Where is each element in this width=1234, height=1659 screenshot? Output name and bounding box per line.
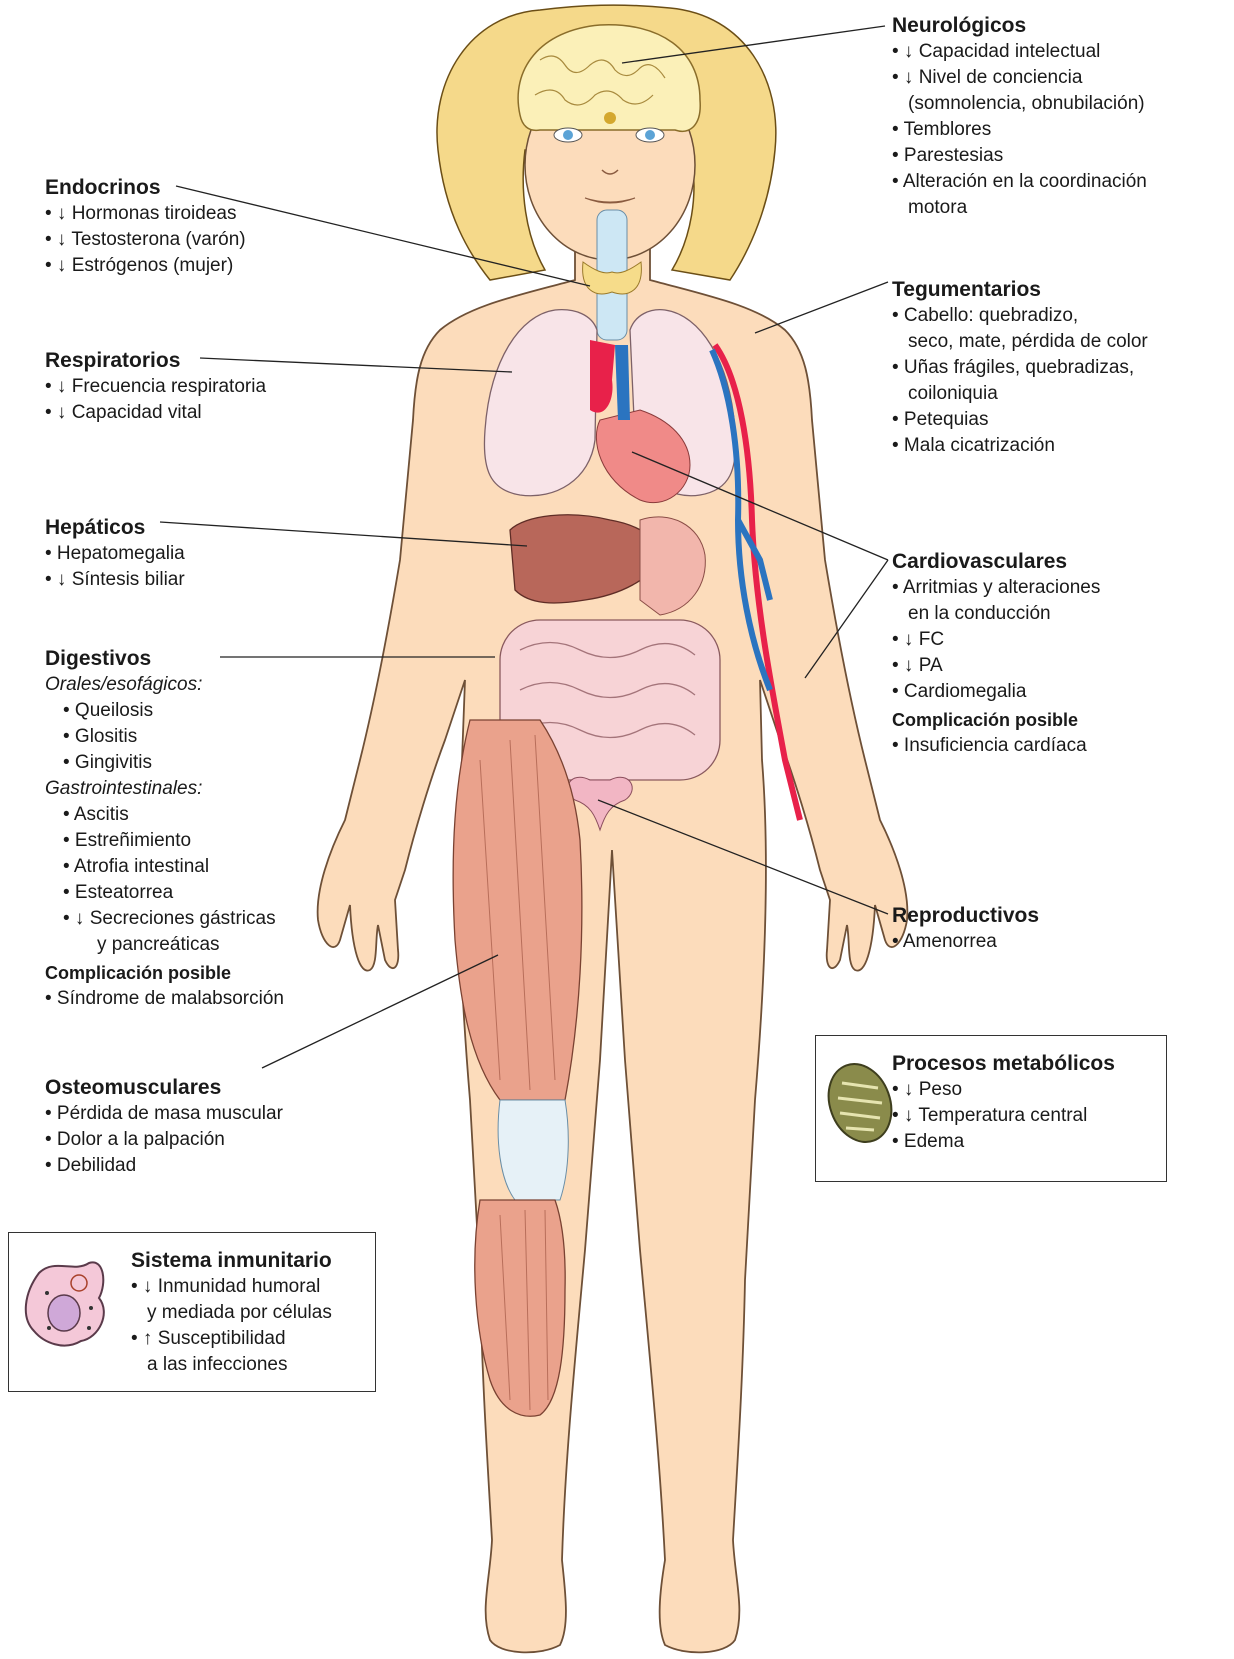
list-item-continuation: seco, mate, pérdida de color: [892, 329, 1148, 355]
list-item: • Debilidad: [45, 1153, 283, 1179]
list-item: • Uñas frágiles, quebradizas,: [892, 355, 1148, 381]
list-item: • Temblores: [892, 117, 1147, 143]
list-item: • ↓ FC: [892, 627, 1100, 653]
cardio-title: Cardiovasculares: [892, 548, 1100, 575]
metab-items: • ↓ Peso• ↓ Temperatura central• Edema: [892, 1077, 1115, 1155]
osteo-title: Osteomusculares: [45, 1074, 283, 1101]
cardio-block: Cardiovasculares • Arritmias y alteracio…: [892, 548, 1100, 759]
inmune-text: Sistema inmunitario • ↓ Inmunidad humora…: [131, 1247, 332, 1378]
list-item: • Síndrome de malabsorción: [45, 986, 284, 1012]
cardio-complication-title: Complicación posible: [892, 707, 1100, 733]
list-item: • ↓ PA: [892, 653, 1100, 679]
list-item: • ↓ Hormonas tiroideas: [45, 201, 246, 227]
list-item: • ↑ Susceptibilidad: [131, 1326, 332, 1352]
list-item-continuation: y pancreáticas: [63, 932, 284, 958]
list-item: • Amenorrea: [892, 929, 1039, 955]
list-item: • Petequias: [892, 407, 1148, 433]
list-item: • ↓ Frecuencia respiratoria: [45, 374, 266, 400]
list-item: • Cabello: quebradizo,: [892, 303, 1148, 329]
list-item-continuation: coiloniquia: [892, 381, 1148, 407]
list-item: • Hepatomegalia: [45, 541, 185, 567]
list-item: • Insuficiencia cardíaca: [892, 733, 1100, 759]
list-item: • Arritmias y alteraciones: [892, 575, 1100, 601]
dig-complication-title: Complicación posible: [45, 960, 284, 986]
list-item: • ↓ Síntesis biliar: [45, 567, 185, 593]
list-item: • Gingivitis: [63, 750, 284, 776]
resp-items: • ↓ Frecuencia respiratoria• ↓ Capacidad…: [45, 374, 266, 426]
knee: [498, 1100, 568, 1200]
list-item: • Dolor a la palpación: [45, 1127, 283, 1153]
list-item: • Glositis: [63, 724, 284, 750]
dig-title: Digestivos: [45, 645, 284, 672]
list-item: • Esteatorrea: [63, 880, 284, 906]
immune-cell-icon: [19, 1253, 111, 1353]
list-item: • Mala cicatrización: [892, 433, 1148, 459]
repro-block: Reproductivos • Amenorrea: [892, 902, 1039, 955]
repro-items: • Amenorrea: [892, 929, 1039, 955]
resp-block: Respiratorios • ↓ Frecuencia respiratori…: [45, 347, 266, 426]
dig-gi-items: • Ascitis• Estreñimiento• Atrofia intest…: [45, 802, 284, 958]
mitochondria-icon: [824, 1058, 896, 1148]
list-item: • ↓ Peso: [892, 1077, 1115, 1103]
list-item: • ↓ Testosterona (varón): [45, 227, 246, 253]
list-item: • ↓ Temperatura central: [892, 1103, 1115, 1129]
list-item: • Pérdida de masa muscular: [45, 1101, 283, 1127]
list-item: • Cardiomegalia: [892, 679, 1100, 705]
list-item-continuation: y mediada por células: [131, 1300, 332, 1326]
list-item-continuation: en la conducción: [892, 601, 1100, 627]
neuro-title: Neurológicos: [892, 12, 1147, 39]
neuro-items: • ↓ Capacidad intelectual• ↓ Nivel de co…: [892, 39, 1147, 221]
metab-text: Procesos metabólicos • ↓ Peso• ↓ Tempera…: [892, 1050, 1115, 1155]
list-item-continuation: motora: [892, 195, 1147, 221]
list-item: • ↓ Estrógenos (mujer): [45, 253, 246, 279]
teg-items: • Cabello: quebradizo,seco, mate, pérdid…: [892, 303, 1148, 459]
resp-title: Respiratorios: [45, 347, 266, 374]
list-item: • Ascitis: [63, 802, 284, 828]
repro-title: Reproductivos: [892, 902, 1039, 929]
dig-sub-oral: Orales/esofágicos:: [45, 672, 284, 698]
dig-oral-items: • Queilosis• Glositis• Gingivitis: [45, 698, 284, 776]
list-item: • Parestesias: [892, 143, 1147, 169]
teg-block: Tegumentarios • Cabello: quebradizo,seco…: [892, 276, 1148, 459]
hep-block: Hepáticos • Hepatomegalia• ↓ Síntesis bi…: [45, 514, 185, 593]
list-item: • Atrofia intestinal: [63, 854, 284, 880]
endo-title: Endocrinos: [45, 174, 246, 201]
list-item-continuation: a las infecciones: [131, 1352, 332, 1378]
endo-block: Endocrinos • ↓ Hormonas tiroideas• ↓ Tes…: [45, 174, 246, 279]
list-item: • Alteración en la coordinación: [892, 169, 1147, 195]
list-item: • Estreñimiento: [63, 828, 284, 854]
metab-box: Procesos metabólicos • ↓ Peso• ↓ Tempera…: [815, 1035, 1167, 1182]
osteo-items: • Pérdida de masa muscular• Dolor a la p…: [45, 1101, 283, 1179]
dig-block: Digestivos Orales/esofágicos: • Queilosi…: [45, 645, 284, 1012]
inmune-title: Sistema inmunitario: [131, 1247, 332, 1274]
list-item: • ↓ Secreciones gástricas: [63, 906, 284, 932]
list-item-continuation: (somnolencia, obnubilación): [892, 91, 1147, 117]
list-item: • ↓ Capacidad vital: [45, 400, 266, 426]
dig-sub-gi: Gastrointestinales:: [45, 776, 284, 802]
list-item: • Edema: [892, 1129, 1115, 1155]
metab-title: Procesos metabólicos: [892, 1050, 1115, 1077]
neuro-block: Neurológicos • ↓ Capacidad intelectual• …: [892, 12, 1147, 221]
list-item: • ↓ Nivel de conciencia: [892, 65, 1147, 91]
cardio-complication-items: • Insuficiencia cardíaca: [892, 733, 1100, 759]
hep-title: Hepáticos: [45, 514, 185, 541]
osteo-block: Osteomusculares • Pérdida de masa muscul…: [45, 1074, 283, 1179]
inmune-box: Sistema inmunitario • ↓ Inmunidad humora…: [8, 1232, 376, 1392]
list-item: • ↓ Inmunidad humoral: [131, 1274, 332, 1300]
list-item: • Queilosis: [63, 698, 284, 724]
dig-complication-items: • Síndrome de malabsorción: [45, 986, 284, 1012]
endo-items: • ↓ Hormonas tiroideas• ↓ Testosterona (…: [45, 201, 246, 279]
hep-items: • Hepatomegalia• ↓ Síntesis biliar: [45, 541, 185, 593]
teg-title: Tegumentarios: [892, 276, 1148, 303]
thigh-muscles: [453, 720, 582, 1100]
list-item: • ↓ Capacidad intelectual: [892, 39, 1147, 65]
